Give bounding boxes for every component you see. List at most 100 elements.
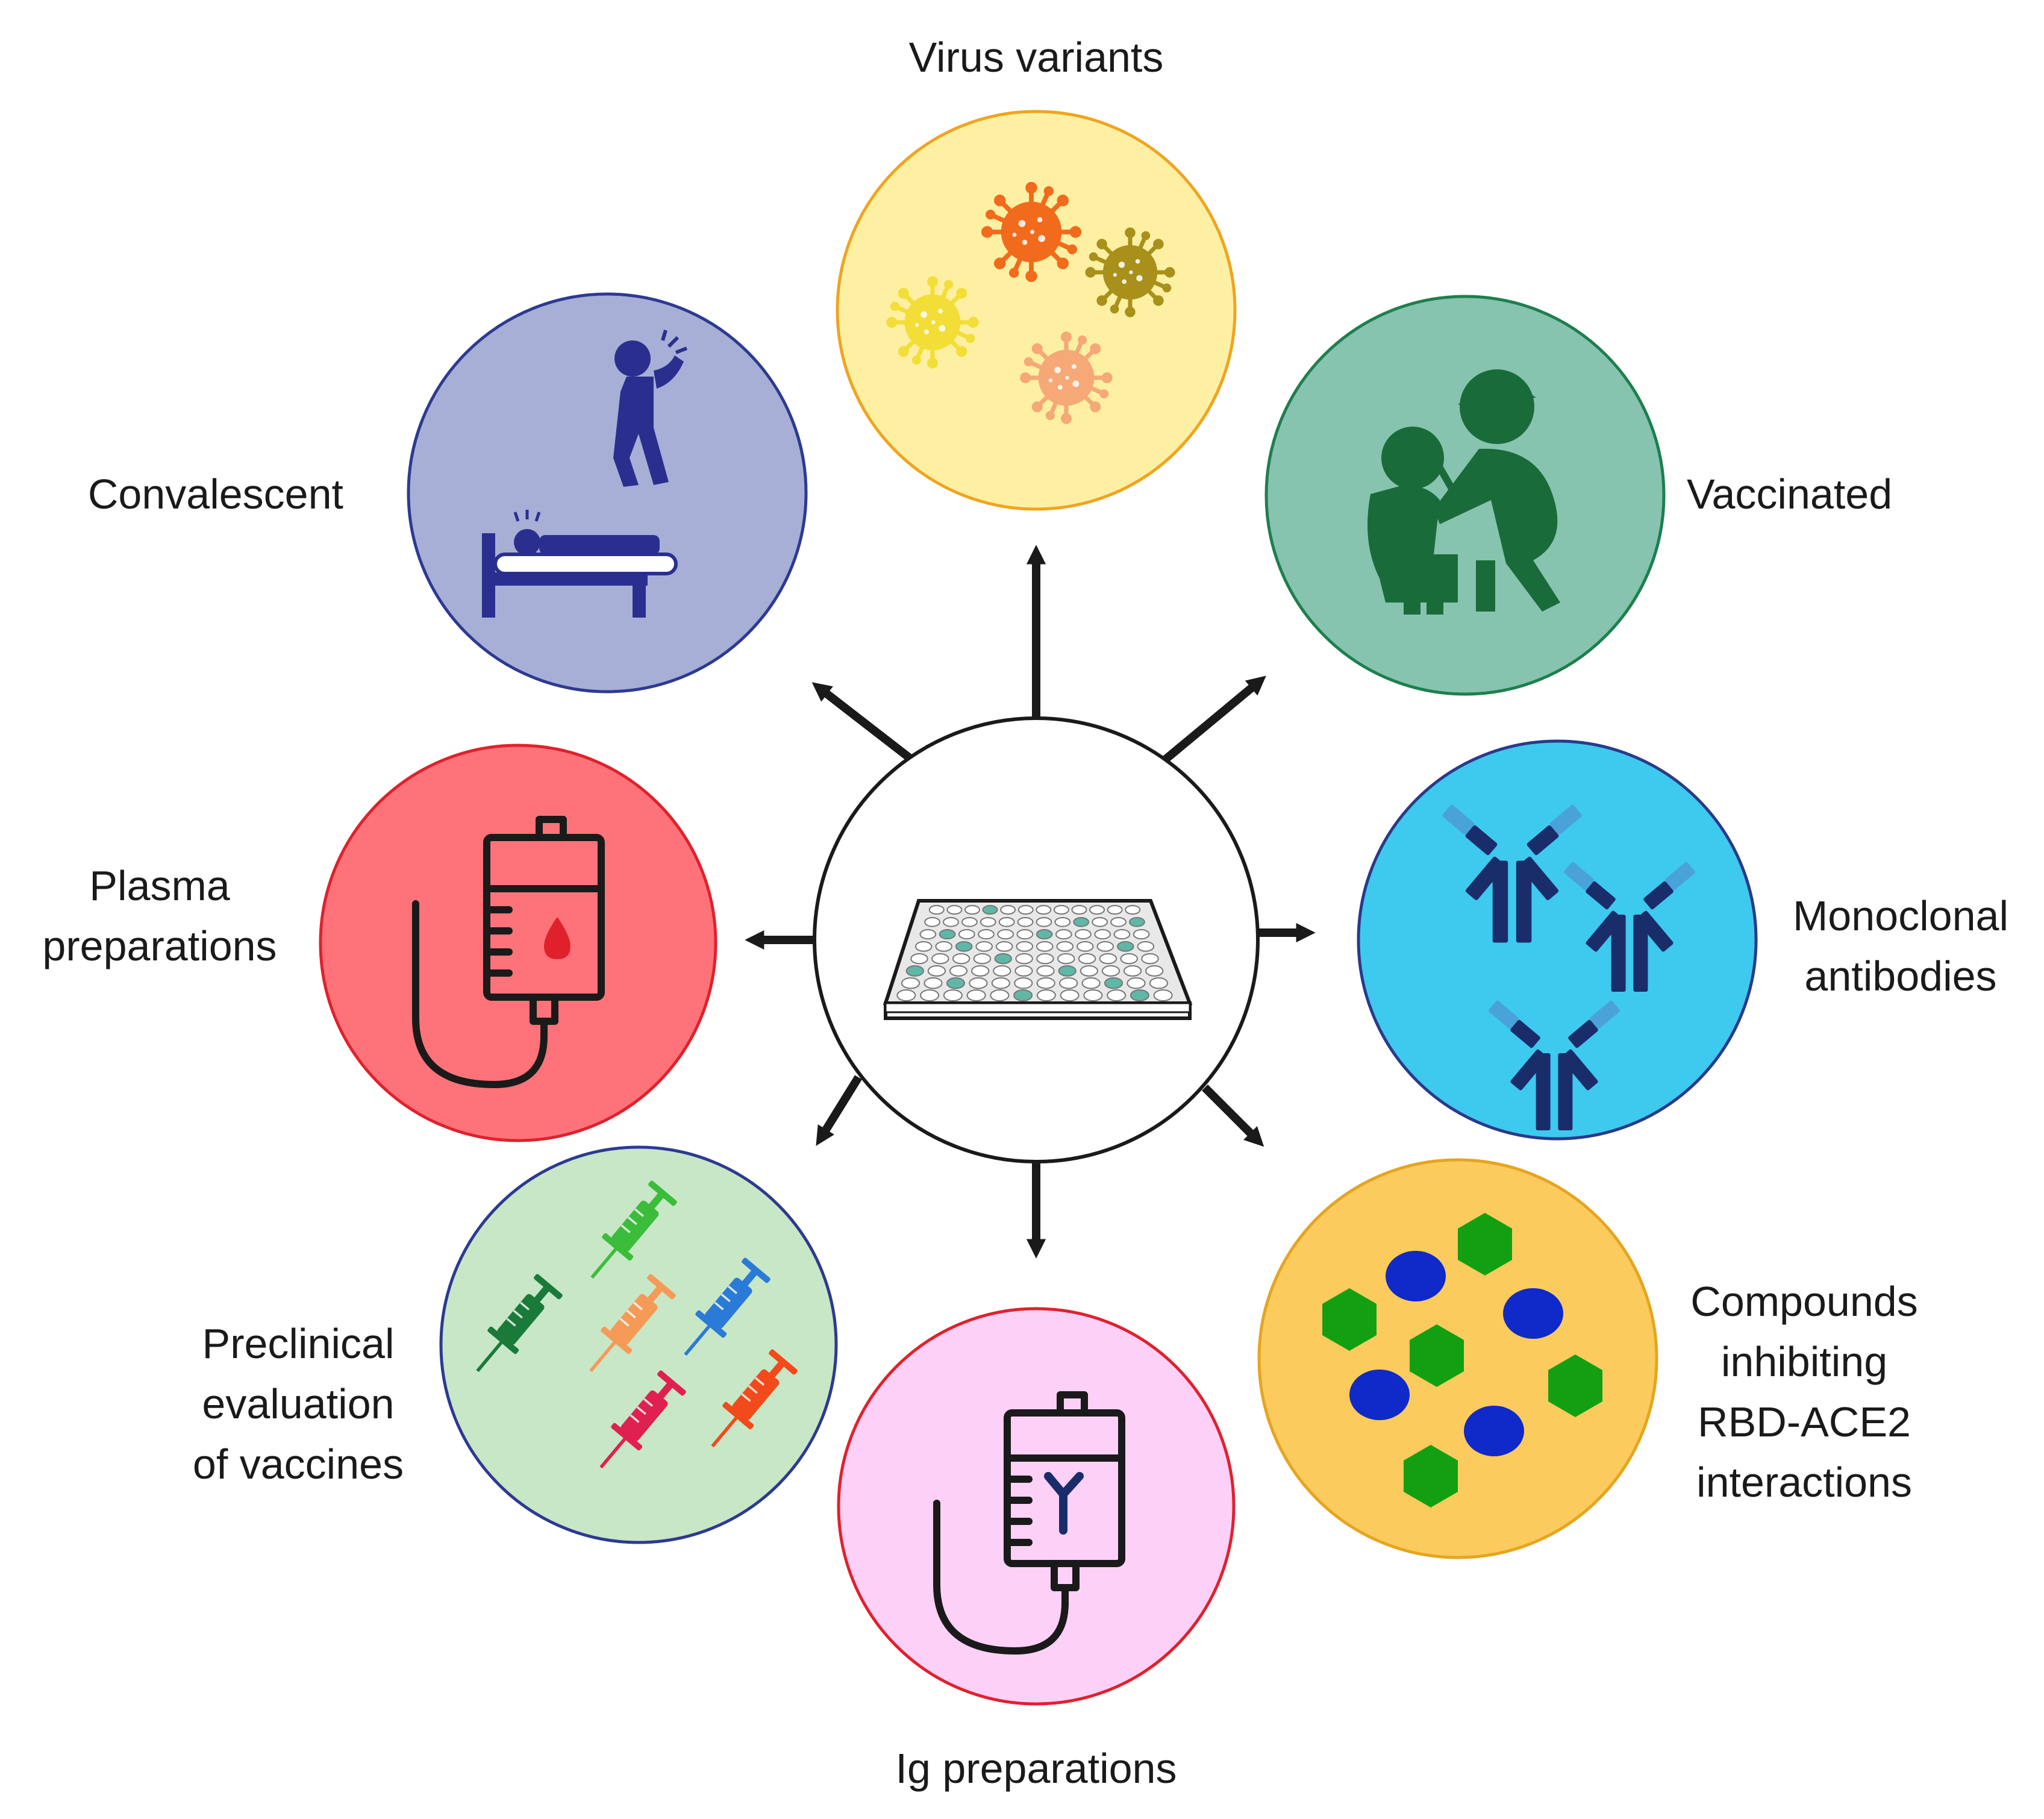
- plate-well: [1101, 965, 1120, 977]
- plate-well: [1013, 989, 1033, 1001]
- plate-well: [1014, 977, 1033, 989]
- node-plasma: [319, 744, 717, 1142]
- label-monoclonal: Monoclonal antibodies: [1793, 892, 2008, 1000]
- plate-well: [896, 989, 916, 1001]
- node-convalescent: [407, 292, 808, 693]
- plate-well: [924, 917, 941, 927]
- plate-well: [1015, 953, 1033, 965]
- compound-icon: [1322, 1213, 1602, 1507]
- node-ig: [837, 1307, 1236, 1706]
- microplate-icon: [883, 899, 1193, 1020]
- plate-well: [1054, 917, 1071, 927]
- plate-well: [1057, 953, 1075, 965]
- plate-well: [955, 941, 973, 952]
- plate-well: [1036, 977, 1055, 989]
- plate-well: [1000, 905, 1016, 915]
- plate-well: [927, 965, 946, 977]
- plate-well: [1036, 929, 1053, 940]
- plate-well: [966, 989, 986, 1001]
- plate-well: [1125, 905, 1141, 915]
- plate-well: [975, 941, 993, 952]
- plate-well: [901, 977, 920, 989]
- plate-well: [994, 953, 1012, 965]
- plate-well: [914, 941, 933, 952]
- plate-well: [1058, 965, 1077, 977]
- label-plasma: Plasma preparations: [42, 862, 277, 969]
- plate-well: [924, 977, 943, 989]
- ig-bag-icon: [933, 1391, 1125, 1655]
- plate-well: [1080, 965, 1098, 977]
- plate-well: [1016, 941, 1034, 952]
- plate-well: [971, 965, 990, 977]
- node-compounds: [1257, 1158, 1658, 1559]
- plate-well: [910, 953, 928, 965]
- arrow-compounds: [1202, 1085, 1264, 1147]
- plate-well: [931, 953, 949, 965]
- plate-well: [919, 929, 937, 940]
- plate-well: [935, 941, 952, 952]
- plate-well: [928, 905, 945, 915]
- plate-well: [991, 977, 1010, 989]
- plate-well: [1016, 929, 1034, 940]
- plate-well: [1117, 941, 1134, 952]
- plate-well: [949, 965, 968, 977]
- plate-well: [943, 989, 963, 1001]
- plate-well: [905, 965, 924, 977]
- plate-well: [969, 977, 988, 989]
- plate-well: [1120, 953, 1138, 965]
- label-compounds: Compounds inhibiting RBD-ACE2 interactio…: [1690, 1278, 1918, 1506]
- plate-well: [1060, 989, 1080, 1001]
- plate-well: [1141, 953, 1159, 965]
- plate-well: [978, 929, 995, 940]
- plate-well: [1130, 989, 1149, 1001]
- node-virus-variants: [836, 110, 1237, 511]
- plate-well: [1089, 905, 1105, 915]
- plate-well: [946, 905, 963, 915]
- plate-well: [1036, 905, 1052, 915]
- plate-well: [1036, 953, 1054, 965]
- plate-well: [1017, 905, 1034, 915]
- arrows: [745, 545, 1316, 1259]
- plate-well: [964, 905, 980, 915]
- blood-bag-icon: [412, 816, 605, 1088]
- plate-well: [1055, 929, 1072, 940]
- plate-well: [1128, 917, 1145, 927]
- plate-well: [1014, 965, 1033, 977]
- plate-well: [1081, 977, 1101, 989]
- plate-well: [1123, 965, 1142, 977]
- node-monoclonal: [1357, 739, 1758, 1141]
- plate-well: [943, 917, 959, 927]
- plate-well: [1017, 917, 1034, 927]
- plate-well: [1107, 989, 1127, 1001]
- plate-well: [980, 917, 996, 927]
- plate-well: [1092, 917, 1108, 927]
- plate-well: [998, 917, 1015, 927]
- plate-well: [1137, 941, 1155, 952]
- plate-well: [973, 953, 992, 965]
- plate-well: [1107, 905, 1123, 915]
- plate-well: [1110, 917, 1127, 927]
- plate-well: [1099, 953, 1117, 965]
- label-virus-variants: Virus variants: [908, 34, 1164, 81]
- sick-patient-icon: [482, 330, 688, 618]
- plate-well: [1145, 965, 1164, 977]
- plate-well: [1083, 989, 1103, 1001]
- plate-well: [961, 917, 978, 927]
- plate-well: [1153, 989, 1173, 1001]
- plate-well: [1076, 941, 1094, 952]
- plate-well: [1059, 977, 1078, 989]
- plate-well: [1096, 941, 1114, 952]
- plate-well: [1036, 941, 1054, 952]
- plate-well: [958, 929, 975, 940]
- plate-well: [1078, 953, 1096, 965]
- plate-well: [1071, 905, 1087, 915]
- plate-well: [993, 965, 1011, 977]
- arrow-preclinical: [816, 1075, 862, 1146]
- plate-well: [1075, 929, 1092, 940]
- plate-well: [1113, 929, 1131, 940]
- plate-well: [952, 953, 970, 965]
- plate-well: [1073, 917, 1090, 927]
- arrow-vaccinated: [1163, 675, 1266, 763]
- plate-well: [1053, 905, 1069, 915]
